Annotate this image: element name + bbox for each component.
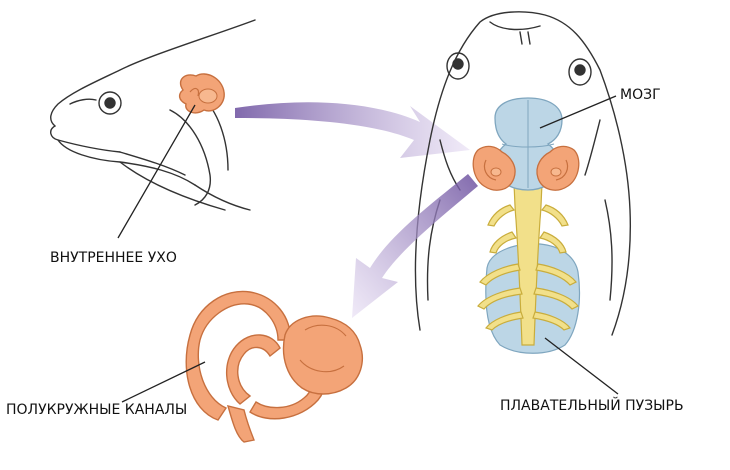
spinal-cord <box>477 169 579 346</box>
label-brain: МОЗГ <box>620 87 661 103</box>
inner-ear-pointer <box>117 104 196 239</box>
canals-pointer <box>121 361 206 403</box>
label-semicircular-canals: ПОЛУКРУЖНЫЕ КАНАЛЫ <box>6 402 188 418</box>
inner-ear-right-top <box>536 145 580 191</box>
arrow-to-canals <box>352 174 478 318</box>
brain-pointer <box>539 95 617 129</box>
arrow-to-top-view <box>235 102 470 158</box>
label-swim-bladder: ПЛАВАТЕЛЬНЫЙ ПУЗЫРЬ <box>500 398 684 414</box>
fish-side-head <box>50 19 256 211</box>
inner-ear-small <box>178 73 225 114</box>
swim-bladder-pointer <box>544 337 619 395</box>
label-inner-ear: ВНУТРЕННЕЕ УХО <box>50 250 177 266</box>
semicircular-canals-large <box>185 290 364 443</box>
inner-ear-left-top <box>472 145 516 191</box>
